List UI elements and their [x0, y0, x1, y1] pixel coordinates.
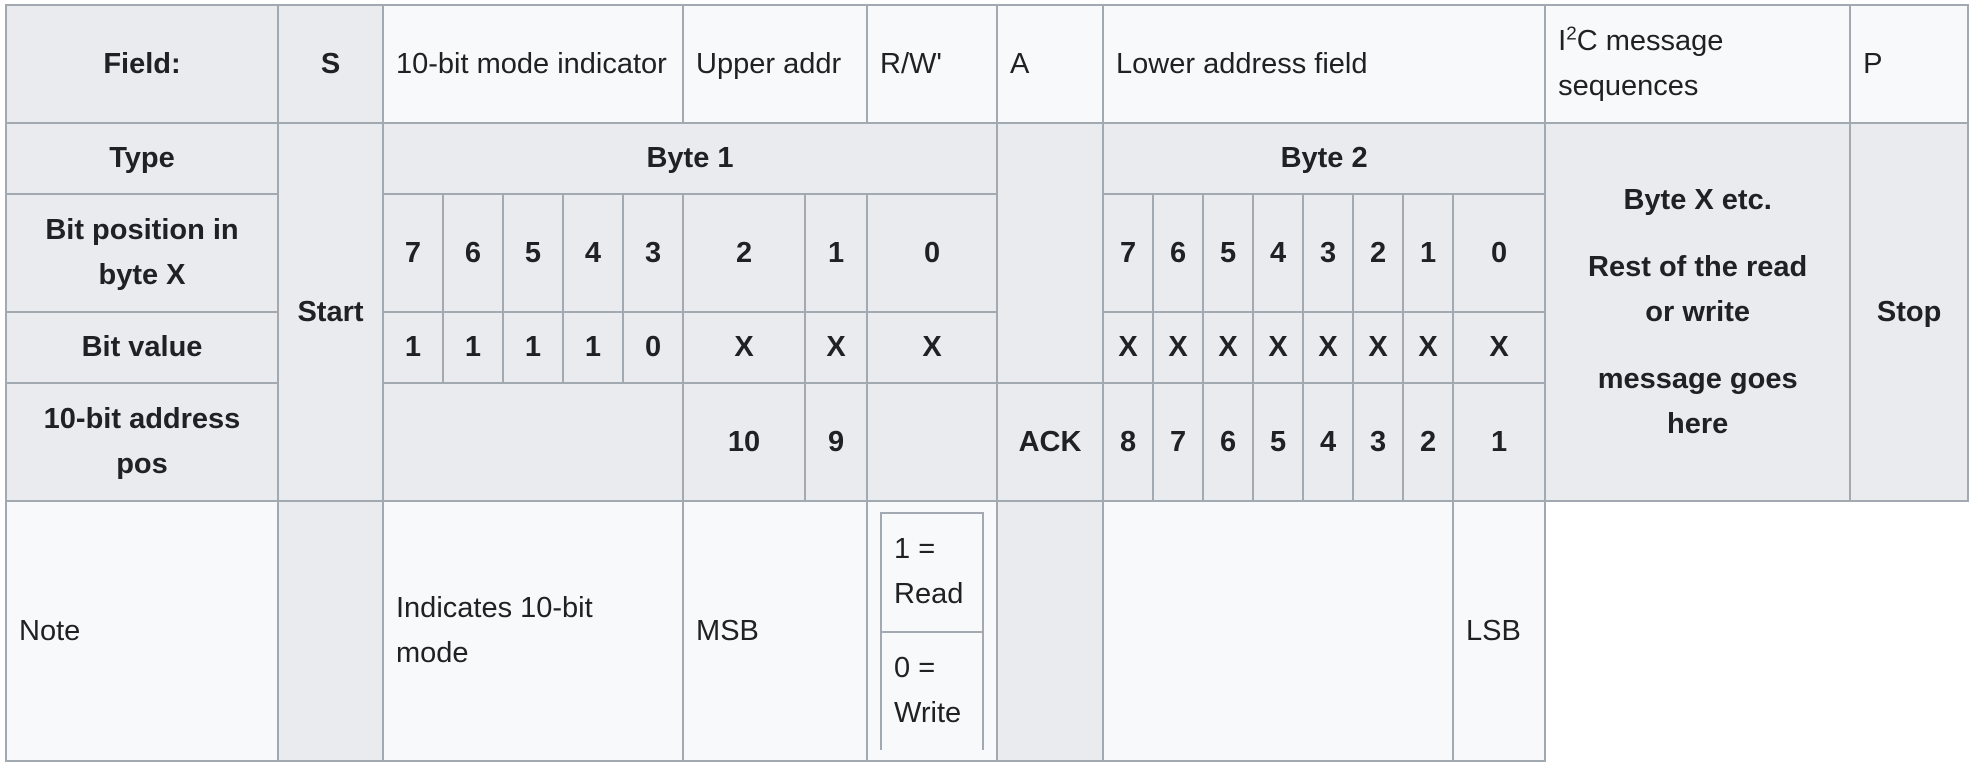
field-rw: R/W' — [866, 3, 999, 125]
bit-position-b2-2: 2 — [1352, 192, 1405, 314]
cell-ack: ACK — [996, 381, 1105, 503]
field-stop-p: P — [1849, 3, 1970, 125]
row-header-field: Field: — [5, 3, 279, 125]
cell-stop: Stop — [1849, 122, 1970, 503]
bit-position-b2-6: 6 — [1152, 192, 1205, 314]
address-pos-b1-10: 10 — [682, 381, 807, 503]
field-start-s: S — [277, 3, 384, 125]
bit-value-b1-5: 1 — [502, 311, 564, 384]
bit-value-b1-4: 1 — [562, 311, 624, 384]
note-msb: MSB — [682, 500, 869, 762]
row-header-bit-position: Bit position in byte X — [5, 192, 279, 314]
bit-value-b2-2: X — [1352, 311, 1405, 384]
bit-position-b1-1: 1 — [804, 192, 869, 314]
bit-value-b2-5: X — [1202, 311, 1255, 384]
bit-value-b2-6: X — [1152, 311, 1205, 384]
bit-value-b1-6: 1 — [442, 311, 504, 384]
note-indicates-10bit-mode: Indicates 10-bit mode — [381, 500, 685, 762]
bit-position-b2-5: 5 — [1202, 192, 1255, 314]
table-row-bit-position: Bit position in byte X 7 6 5 4 3 2 1 0 7… — [5, 192, 1968, 314]
field-upper-addr: Upper addr — [682, 3, 869, 125]
address-pos-b1-blank-left — [381, 381, 685, 503]
table-row-bit-value: Bit value 1 1 1 1 0 X X X X X X X X X X … — [5, 311, 1968, 384]
byte-x-note-line3: message goes here — [1597, 362, 1798, 440]
bit-value-b1-0: X — [866, 311, 999, 384]
bit-position-b2-3: 3 — [1302, 192, 1355, 314]
note-rw-readwrite: 1 = Read 0 = Write — [866, 500, 999, 762]
note-start-blank — [277, 500, 384, 762]
bit-position-b2-0: 0 — [1452, 192, 1547, 314]
bit-position-b1-6: 6 — [442, 192, 504, 314]
bit-value-b2-1: X — [1402, 311, 1455, 384]
byte-x-note-line1: Byte X etc. — [1623, 183, 1772, 216]
bit-value-b1-7: 1 — [382, 311, 444, 384]
field-i2c-message-sequences: I2C message sequences — [1544, 3, 1852, 125]
row-header-type: Type — [5, 122, 279, 195]
address-pos-b2-3: 3 — [1352, 381, 1405, 503]
address-pos-b2-1: 1 — [1452, 381, 1547, 503]
bit-position-b2-1: 1 — [1402, 192, 1455, 314]
i2c-label-rest: C message sequences — [1558, 25, 1724, 103]
note-rw-write: 0 = Write — [880, 630, 985, 750]
bit-position-b1-7: 7 — [382, 192, 444, 314]
byte-x-note-line2: Rest of the read or write — [1588, 250, 1808, 328]
address-pos-b2-7: 7 — [1152, 381, 1205, 503]
bit-position-b1-3: 3 — [621, 192, 685, 314]
cell-byte1-title: Byte 1 — [381, 122, 999, 195]
bit-position-b1-5: 5 — [502, 192, 564, 314]
cell-ack-spacer — [996, 122, 1105, 384]
note-lsb: LSB — [1452, 500, 1547, 762]
table-row-type: Type Start Byte 1 Byte 2 Byte X etc. Res… — [5, 122, 1970, 503]
note-rw-read: 1 = Read — [880, 512, 985, 633]
bit-value-b2-4: X — [1252, 311, 1305, 384]
table-row-note: Note Indicates 10-bit mode MSB 1 = Read … — [5, 500, 1968, 762]
address-pos-b1-9: 9 — [804, 381, 869, 503]
address-pos-b2-4: 4 — [1302, 381, 1355, 503]
field-lower-address: Lower address field — [1102, 3, 1547, 125]
cell-byte2-title: Byte 2 — [1102, 122, 1547, 195]
row-header-bit-value: Bit value — [5, 311, 279, 384]
i2c-label-superscript: 2 — [1566, 22, 1577, 44]
note-ack-blank — [996, 500, 1105, 762]
note-lower-addr-blank — [1102, 500, 1455, 762]
bit-value-b2-7: X — [1102, 311, 1155, 384]
i2c-10bit-address-table: Field: S 10-bit mode indicator Upper add… — [5, 3, 1970, 762]
bit-value-b1-3: 0 — [621, 311, 685, 384]
bit-position-b1-2: 2 — [682, 192, 807, 314]
address-pos-b2-6: 6 — [1202, 381, 1255, 503]
bit-value-b1-2: X — [682, 311, 807, 384]
bit-value-b2-0: X — [1452, 311, 1547, 384]
bit-position-b2-4: 4 — [1252, 192, 1305, 314]
row-header-address-pos: 10-bit address pos — [5, 381, 279, 503]
cell-byte-x-note: Byte X etc. Rest of the read or write me… — [1544, 122, 1852, 503]
bit-position-b1-0: 0 — [866, 192, 999, 314]
table-row-address-pos: 10-bit address pos 10 9 ACK 8 7 6 5 4 3 … — [5, 381, 1968, 503]
bit-value-b1-1: X — [804, 311, 869, 384]
field-ack-a: A — [996, 3, 1105, 125]
bit-position-b1-4: 4 — [562, 192, 624, 314]
i2c-label-i: I — [1558, 25, 1567, 58]
cell-start-label: Start — [297, 295, 364, 328]
address-pos-b1-blank-right — [866, 381, 999, 503]
address-pos-b2-2: 2 — [1402, 381, 1455, 503]
cell-start: Start — [277, 122, 384, 503]
bit-position-b2-7: 7 — [1102, 192, 1155, 314]
table-row-field: Field: S 10-bit mode indicator Upper add… — [5, 3, 1970, 125]
field-10bit-mode-indicator: 10-bit mode indicator — [381, 3, 685, 125]
address-pos-b2-8: 8 — [1102, 381, 1155, 503]
bit-value-b2-3: X — [1302, 311, 1355, 384]
address-pos-b2-5: 5 — [1252, 381, 1305, 503]
row-header-note: Note — [5, 500, 279, 762]
